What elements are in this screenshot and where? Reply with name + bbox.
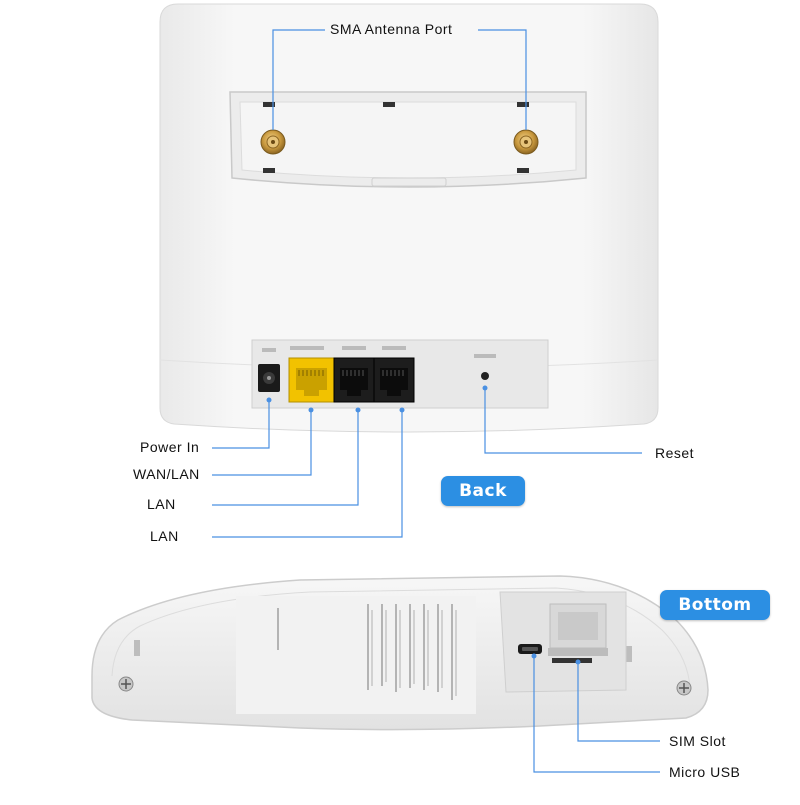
- back-badge: Back: [441, 476, 525, 506]
- device-spec-label: [236, 596, 476, 714]
- power-in-label: Power In: [140, 439, 200, 455]
- antenna-cover-plate: [229, 91, 587, 188]
- lan-port-1: [333, 357, 375, 403]
- sma-connector-right: [513, 129, 539, 155]
- micro-usb-port: [518, 644, 542, 654]
- reset-hole: [481, 372, 489, 380]
- wan-lan-label: WAN/LAN: [133, 466, 200, 482]
- power-jack: [258, 364, 280, 392]
- wan-lan-port: [288, 357, 335, 403]
- reset-label: Reset: [655, 445, 695, 461]
- screw-left: [118, 676, 134, 692]
- micro-usb-label: Micro USB: [669, 764, 741, 780]
- sim-usb-recess: [499, 591, 627, 693]
- screw-right: [676, 680, 692, 696]
- sim-slot-label: SIM Slot: [669, 733, 726, 749]
- leader-lines: [212, 29, 660, 773]
- lan-port-2: [373, 357, 415, 403]
- sim-slot: [552, 658, 592, 663]
- lan-1-label: LAN: [147, 496, 176, 512]
- leader-dots: [266, 385, 581, 665]
- sma-connector-left: [260, 129, 286, 155]
- sma-antenna-port-label: SMA Antenna Port: [330, 21, 453, 37]
- bottom-badge: Bottom: [660, 590, 770, 620]
- lan-2-label: LAN: [150, 528, 179, 544]
